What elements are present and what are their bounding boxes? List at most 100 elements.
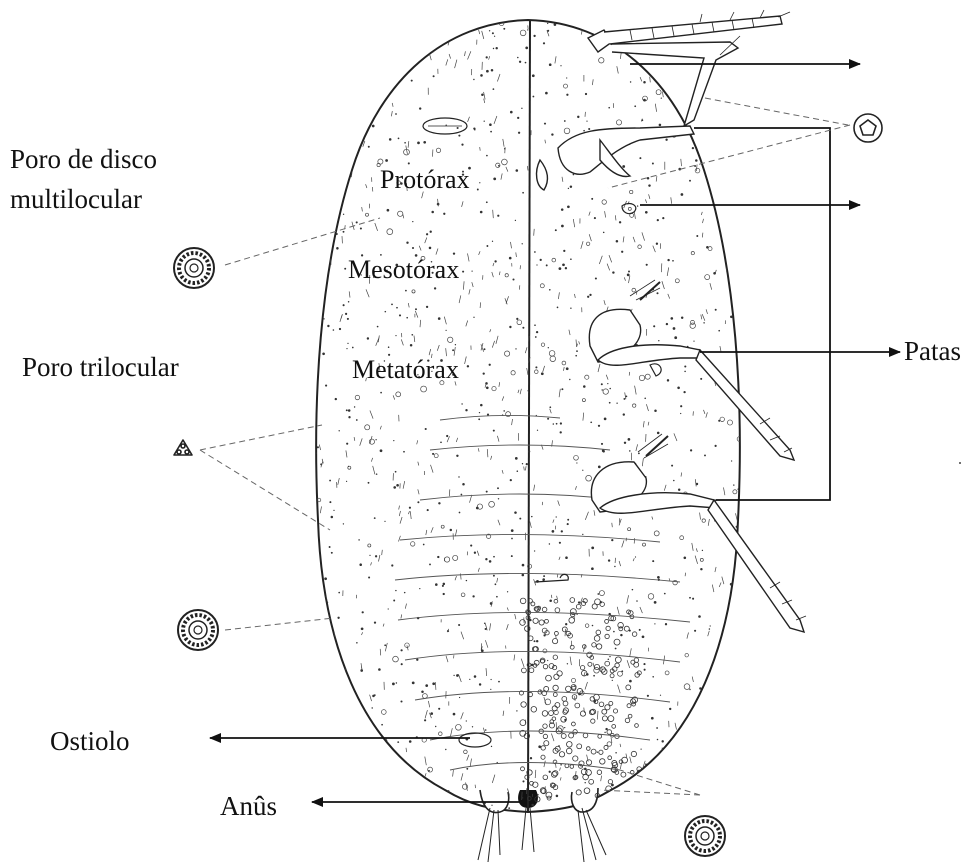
texture-mark (630, 81, 631, 82)
texture-mark (461, 403, 462, 404)
texture-mark (379, 32, 380, 38)
texture-mark (720, 79, 721, 80)
anus-label: Anûs (220, 791, 277, 821)
texture-mark (417, 501, 419, 503)
texture-mark (514, 511, 517, 514)
texture-mark (489, 364, 491, 366)
texture-mark (442, 585, 444, 587)
texture-mark (473, 79, 474, 80)
texture-mark (696, 797, 697, 798)
texture-mark (629, 680, 632, 683)
texture-mark (315, 250, 316, 251)
texture-mark (511, 555, 513, 557)
texture-mark (443, 583, 446, 586)
texture-mark (628, 271, 630, 273)
texture-mark (340, 158, 341, 166)
texture-mark (594, 217, 596, 219)
texture-mark (472, 726, 473, 727)
texture-mark (569, 379, 570, 380)
texture-mark (639, 629, 641, 631)
texture-mark (317, 446, 319, 448)
texture-mark (718, 330, 720, 332)
texture-mark (699, 687, 701, 689)
texture-mark (429, 563, 431, 565)
texture-mark (531, 804, 534, 807)
texture-mark (697, 121, 699, 123)
texture-mark (721, 787, 722, 790)
texture-mark (694, 745, 697, 748)
texture-mark (369, 555, 370, 556)
texture-mark (511, 538, 513, 540)
texture-mark (686, 106, 689, 109)
texture-mark (440, 441, 442, 443)
texture-mark (480, 74, 483, 77)
texture-mark (690, 449, 692, 451)
texture-mark (356, 39, 358, 46)
texture-mark (459, 697, 460, 698)
texture-mark (427, 509, 429, 511)
texture-mark (663, 762, 664, 768)
texture-mark (598, 466, 601, 469)
texture-mark (371, 707, 372, 708)
texture-mark (470, 545, 472, 547)
texture-mark (395, 335, 396, 336)
texture-mark (704, 454, 706, 456)
texture-mark (438, 502, 440, 504)
texture-mark (706, 15, 709, 22)
texture-mark (485, 729, 487, 731)
texture-mark (423, 141, 426, 144)
texture-mark (685, 733, 687, 735)
texture-mark (328, 142, 329, 143)
texture-mark (723, 772, 725, 774)
texture-mark (734, 190, 736, 198)
texture-mark (644, 669, 646, 671)
texture-mark (356, 419, 358, 421)
texture-mark (615, 28, 617, 30)
texture-mark (713, 104, 714, 105)
texture-mark (729, 795, 731, 799)
texture-mark (553, 423, 555, 425)
texture-mark (453, 713, 456, 716)
texture-mark (327, 142, 330, 145)
texture-mark (652, 560, 654, 562)
texture-mark (496, 47, 498, 49)
texture-mark (597, 593, 599, 595)
texture-mark (689, 180, 691, 182)
texture-mark (493, 556, 495, 558)
texture-mark (684, 365, 686, 367)
texture-mark (335, 398, 337, 400)
texture-mark (703, 322, 704, 323)
texture-mark (578, 601, 580, 603)
texture-mark (575, 696, 576, 701)
texture-mark (689, 689, 690, 690)
texture-mark (667, 259, 669, 261)
texture-mark (435, 682, 436, 690)
texture-mark (335, 211, 336, 215)
texture-mark (525, 47, 528, 50)
texture-mark (419, 34, 421, 41)
texture-mark (643, 99, 646, 102)
texture-mark (566, 94, 568, 96)
texture-mark (678, 489, 680, 491)
texture-mark (565, 267, 567, 269)
texture-mark (614, 566, 615, 567)
texture-mark (379, 792, 381, 794)
texture-mark (526, 463, 528, 465)
texture-mark (728, 625, 729, 626)
texture-mark (360, 65, 362, 70)
texture-mark (570, 307, 571, 308)
texture-mark (543, 42, 545, 44)
texture-mark (507, 591, 508, 592)
texture-mark (734, 30, 737, 36)
texture-mark (322, 112, 324, 114)
texture-mark (515, 348, 516, 349)
texture-mark (486, 386, 489, 389)
texture-mark (358, 113, 360, 115)
texture-mark (430, 712, 433, 715)
texture-mark (368, 576, 370, 578)
texture-mark (343, 214, 344, 215)
texture-mark (440, 808, 442, 810)
texture-mark (456, 674, 459, 677)
texture-mark (325, 257, 327, 259)
texture-mark (681, 193, 684, 196)
